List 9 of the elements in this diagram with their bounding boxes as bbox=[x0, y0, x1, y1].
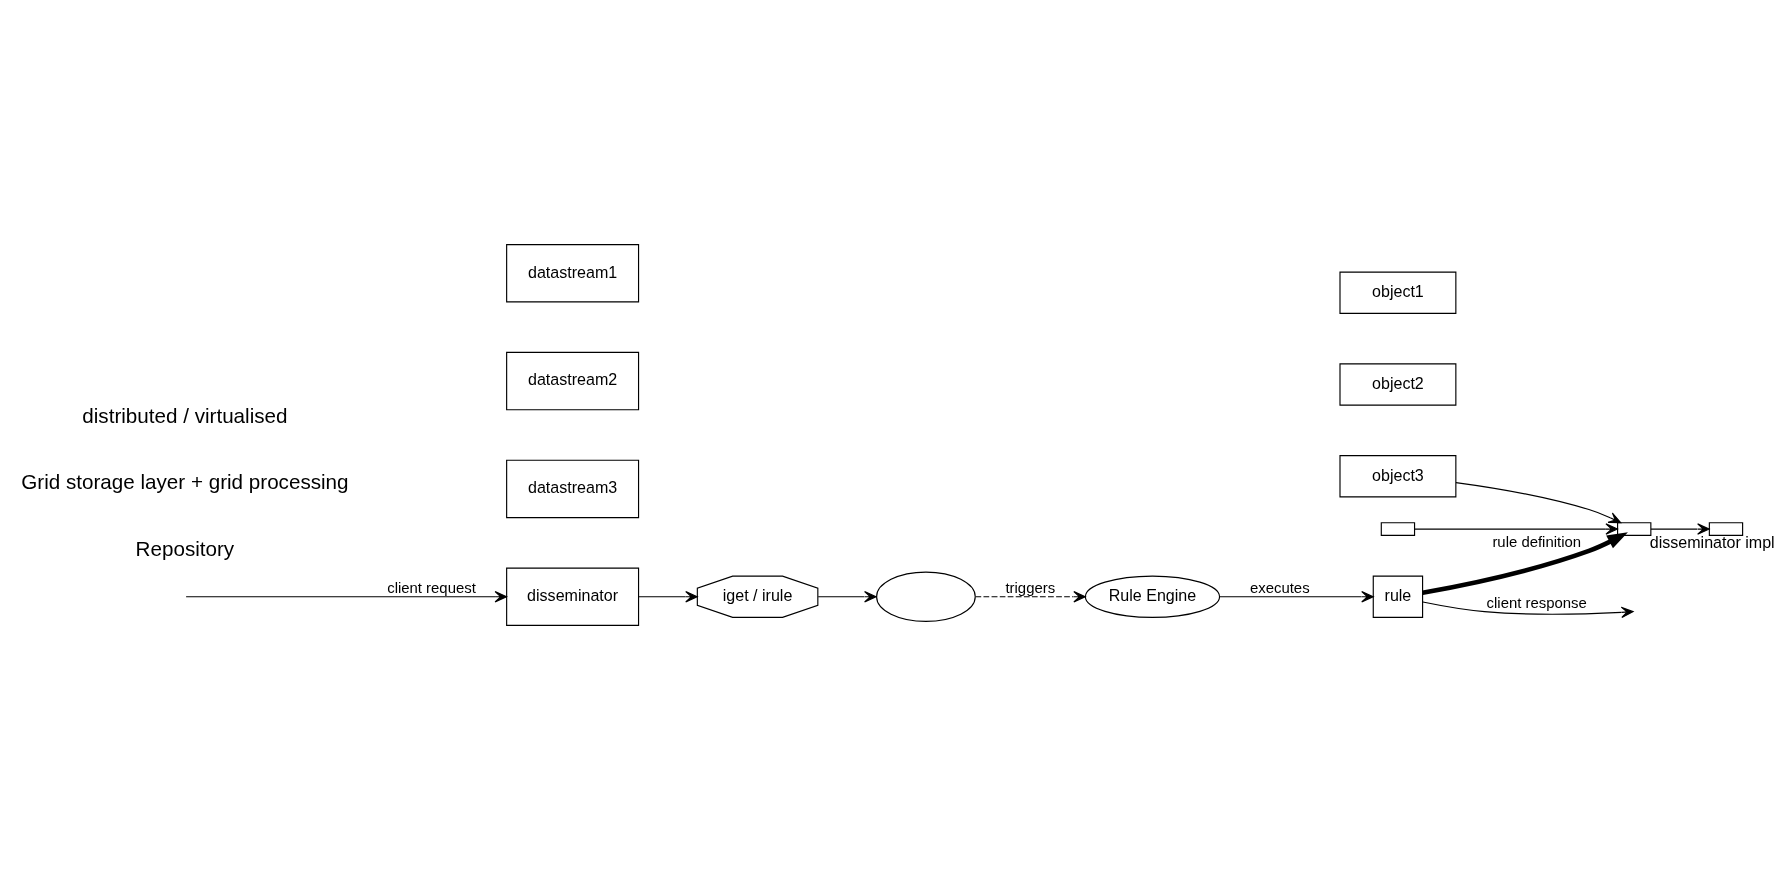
edge-label: triggers bbox=[1005, 579, 1056, 596]
label: distributed / virtualised bbox=[82, 403, 288, 427]
edge-label: rule definition bbox=[1492, 533, 1582, 550]
label: Grid storage layer + grid processing bbox=[21, 469, 349, 493]
edge-label: client response bbox=[1486, 594, 1587, 611]
node-label: disseminator impl bbox=[1649, 532, 1775, 551]
edge-label: client request bbox=[387, 579, 476, 596]
label: Repository bbox=[135, 536, 235, 560]
edge-label: executes bbox=[1249, 579, 1310, 596]
